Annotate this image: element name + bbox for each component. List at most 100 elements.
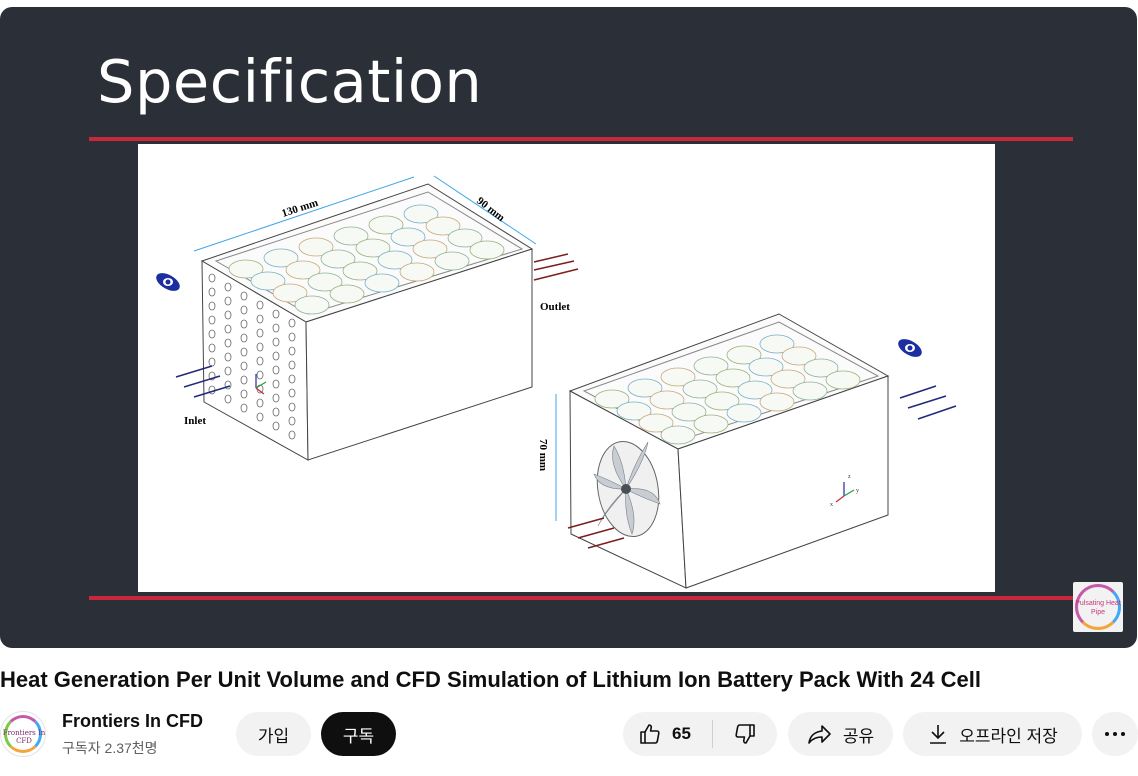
inlet-hole — [240, 389, 248, 399]
battery-cell — [792, 381, 828, 401]
battery-cell — [403, 204, 439, 224]
battery-cell — [759, 334, 795, 354]
inlet-hole — [224, 282, 232, 292]
inlet-hole — [224, 394, 232, 404]
battery-cell — [434, 251, 470, 271]
thumbs-down-icon — [733, 722, 757, 746]
battery-cell — [759, 392, 795, 412]
share-button[interactable]: 공유 — [788, 712, 893, 756]
battery-cell — [333, 226, 369, 246]
inlet-hole — [288, 318, 296, 328]
battery-cell — [649, 390, 685, 410]
download-icon — [927, 722, 949, 746]
inlet-hole — [224, 310, 232, 320]
inlet-hole — [272, 323, 280, 333]
battery-cell — [250, 271, 286, 291]
battery-cell — [320, 249, 356, 269]
share-label: 공유 — [842, 726, 875, 746]
inlet-hole — [208, 273, 216, 283]
inlet-label: Inlet — [184, 415, 206, 427]
inlet-hole — [272, 309, 280, 319]
battery-cell — [726, 345, 762, 365]
battery-cell — [285, 260, 321, 280]
thumbs-up-icon — [638, 722, 662, 746]
inlet-hole — [256, 314, 264, 324]
inlet-hole — [224, 338, 232, 348]
inlet-hole — [208, 315, 216, 325]
battery-cell — [342, 261, 378, 281]
channel-avatar[interactable]: Frontiers In CFD — [0, 711, 46, 757]
inlet-hole — [208, 343, 216, 353]
inlet-hole — [272, 351, 280, 361]
like-divider — [712, 720, 713, 748]
battery-cell — [364, 273, 400, 293]
inlet-hole — [256, 398, 264, 408]
inlet-hole — [208, 329, 216, 339]
inlet-hole — [272, 379, 280, 389]
battery-cell — [770, 369, 806, 389]
battery-cell — [803, 358, 839, 378]
outlet-label: Outlet — [540, 301, 570, 313]
download-button[interactable]: 오프라인 저장 — [903, 712, 1082, 756]
inlet-hole — [256, 328, 264, 338]
battery-cell — [399, 262, 435, 282]
battery-cell — [660, 425, 696, 445]
left-cells — [228, 204, 505, 315]
inlet-hole — [224, 366, 232, 376]
inlet-hole — [240, 319, 248, 329]
more-actions-button[interactable] — [1092, 712, 1138, 756]
inlet-hole — [288, 346, 296, 356]
axis-triad-left — [255, 374, 267, 395]
inlet-hole — [240, 305, 248, 315]
join-button[interactable]: 가입 — [236, 712, 311, 756]
battery-cell — [682, 379, 718, 399]
battery-cell — [298, 237, 334, 257]
subscribe-button[interactable]: 구독 — [321, 712, 396, 756]
battery-cell — [228, 259, 264, 279]
battery-cell — [355, 238, 391, 258]
slide-divider-bottom — [89, 596, 1073, 600]
inlet-hole — [288, 430, 296, 440]
battery-cell — [693, 356, 729, 376]
battery-cell — [263, 248, 299, 268]
battery-cell — [469, 240, 505, 260]
battery-cell — [825, 370, 861, 390]
subscriber-count: 구독자 2.37천명 — [62, 740, 158, 756]
dislike-button[interactable] — [713, 712, 777, 756]
battery-cell — [671, 402, 707, 422]
inlet-hole — [240, 361, 248, 371]
inlet-hole — [240, 403, 248, 413]
left-battery-box — [200, 183, 534, 461]
channel-watermark[interactable]: Pulsating Heat Pipe — [1073, 582, 1123, 632]
inlet-arrows — [175, 365, 231, 398]
watermark-text: Pulsating Heat Pipe — [1075, 600, 1121, 616]
inlet-hole — [240, 375, 248, 385]
dimension-width-label: 130 mm — [280, 197, 319, 220]
battery-cell — [726, 403, 762, 423]
video-player[interactable]: Specification 130 mm 90 mm — [0, 7, 1137, 648]
battery-cell — [693, 414, 729, 434]
inlet-hole — [272, 365, 280, 375]
battery-cell — [638, 413, 674, 433]
like-button[interactable]: 65 — [623, 712, 712, 756]
inlet-hole — [240, 333, 248, 343]
watermark-logo-ring — [1075, 584, 1121, 630]
inlet-hole — [272, 407, 280, 417]
inlet-hole — [224, 352, 232, 362]
inlet-hole — [240, 291, 248, 301]
battery-cell — [425, 216, 461, 236]
slide-title: Specification — [97, 47, 483, 116]
battery-cell — [272, 283, 308, 303]
eye-icon — [156, 273, 180, 291]
download-label: 오프라인 저장 — [959, 726, 1058, 746]
axis-x-label: x — [830, 502, 833, 508]
channel-name[interactable]: Frontiers In CFD — [62, 711, 204, 731]
inlet-hole — [272, 337, 280, 347]
video-title: Heat Generation Per Unit Volume and CFD … — [0, 667, 981, 692]
battery-cell — [294, 295, 330, 315]
dimension-height-label: 70 mm — [537, 439, 549, 471]
avatar-text: Frontiers In CFD — [2, 729, 46, 745]
right-cells — [594, 334, 861, 445]
outlet-arrows — [533, 253, 579, 281]
inlet-hole — [208, 371, 216, 381]
